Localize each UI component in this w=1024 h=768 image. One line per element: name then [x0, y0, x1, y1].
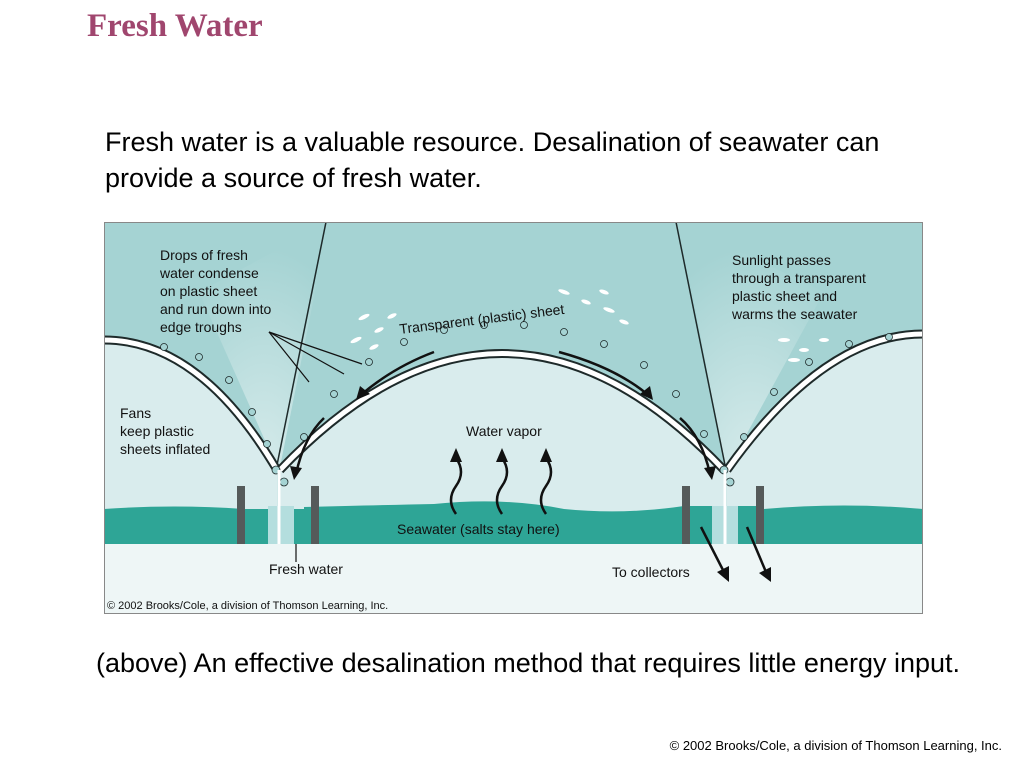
- label-fans: Fans keep plastic sheets inflated: [120, 405, 210, 457]
- inside-air-right: [727, 334, 923, 512]
- fresh-water-trough-left: [268, 506, 294, 544]
- label-to-collectors: To collectors: [612, 564, 690, 580]
- sunlight-rays-left: [199, 222, 329, 472]
- collector-arrowheads: [717, 566, 771, 582]
- collector-arrows: [699, 526, 768, 573]
- label-fans-line-2: keep plastic: [120, 423, 194, 439]
- trough-walls: [237, 486, 764, 544]
- label-water-vapor: Water vapor: [466, 423, 542, 439]
- condensation-drops: [160, 321, 893, 487]
- inside-air-left: [104, 340, 277, 512]
- diagram-border: [104, 222, 923, 614]
- sunlight-line-left: [275, 222, 327, 471]
- runoff-arrowheads: [290, 386, 716, 480]
- inside-air-center: [280, 353, 724, 512]
- label-drops-line-5: edge troughs: [160, 319, 242, 335]
- label-sunlight-line-1: Sunlight passes: [732, 252, 831, 268]
- light-glints: [350, 289, 829, 362]
- label-drops-line-4: and run down into: [160, 301, 272, 317]
- label-drops-line-3: on plastic sheet: [160, 283, 257, 299]
- label-fans-line-1: Fans: [120, 405, 151, 421]
- label-sunlight-line-3: plastic sheet and: [732, 288, 837, 304]
- slide-title: Fresh Water: [87, 8, 263, 44]
- water-vapor-arrows: [449, 457, 553, 515]
- label-fresh-water: Fresh water: [269, 561, 343, 577]
- sunlight-line-right: [675, 222, 727, 471]
- seawater-band: [104, 501, 923, 544]
- label-drops: Drops of fresh water condense on plastic…: [159, 247, 275, 335]
- label-drops-line-1: Drops of fresh: [160, 247, 248, 263]
- sunlight-rays-right: [679, 222, 824, 472]
- desalination-diagram: Drops of fresh water condense on plastic…: [104, 222, 923, 614]
- label-sunlight-line-4: warms the seawater: [731, 306, 858, 322]
- label-drops-line-2: water condense: [159, 265, 259, 281]
- ground: [104, 544, 923, 614]
- intro-text: Fresh water is a valuable resource. Desa…: [105, 127, 880, 193]
- water-vapor-arrowheads: [450, 448, 552, 462]
- label-seawater: Seawater (salts stay here): [397, 521, 560, 537]
- label-sunlight-line-2: through a transparent: [732, 270, 866, 286]
- caption-text: (above) An effective desalination method…: [96, 648, 961, 678]
- diagram-credit: © 2002 Brooks/Cole, a division of Thomso…: [107, 600, 388, 612]
- copyright-footer: © 2002 Brooks/Cole, a division of Thomso…: [669, 738, 1002, 753]
- label-fans-line-3: sheets inflated: [120, 441, 210, 457]
- leader-lines: [268, 331, 363, 562]
- plastic-sheet-arcs: [104, 329, 923, 474]
- diagram-svg: Drops of fresh water condense on plastic…: [104, 222, 923, 614]
- label-sunlight: Sunlight passes through a transparent pl…: [731, 252, 870, 322]
